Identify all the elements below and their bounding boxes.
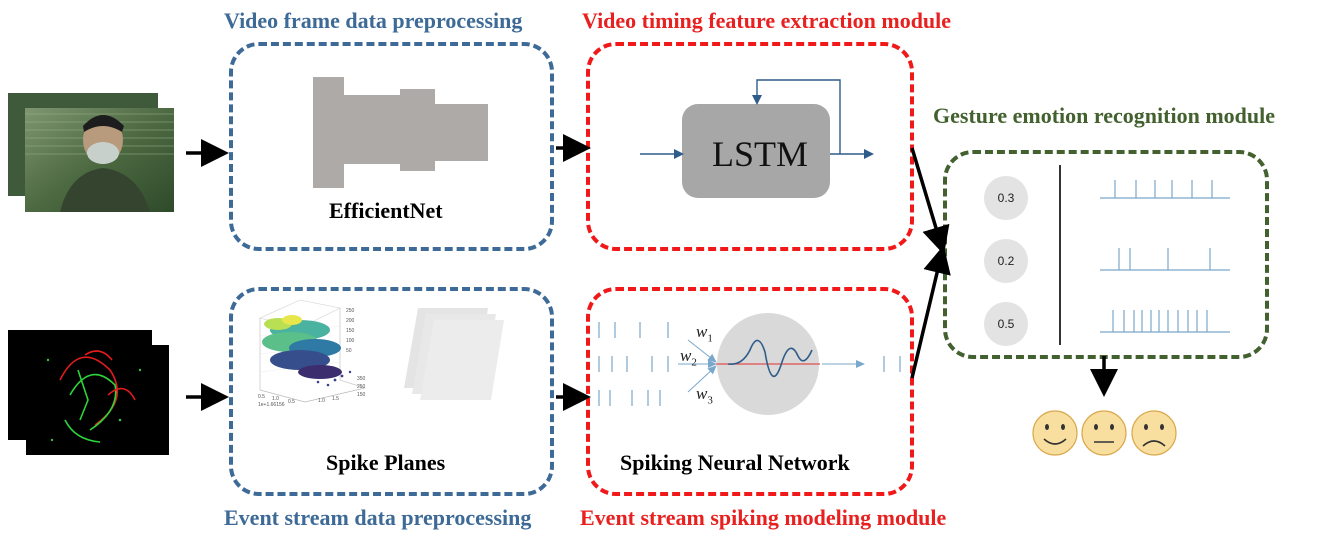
svg-text:0.5: 0.5 bbox=[258, 394, 265, 400]
arrow-lstm-to-recognition bbox=[910, 147, 950, 255]
snn-input-spikes bbox=[598, 322, 669, 406]
snn-weight-lines bbox=[678, 339, 717, 393]
svg-text:1e+1.66156: 1e+1.66156 bbox=[258, 402, 285, 408]
lstm-cell bbox=[682, 104, 830, 198]
efficientnet-blocks bbox=[313, 77, 488, 188]
svg-text:100: 100 bbox=[346, 338, 355, 344]
svg-text:350: 350 bbox=[357, 376, 366, 382]
spike-planes-label: Spike Planes bbox=[326, 450, 446, 475]
video-preprocessing-box bbox=[229, 42, 554, 251]
event-preprocessing-box bbox=[229, 287, 554, 496]
snn-output-spikes bbox=[883, 356, 901, 372]
probability-circle: 0.5 bbox=[984, 302, 1028, 346]
svg-text:1.0: 1.0 bbox=[318, 398, 325, 404]
lstm-label: LSTM bbox=[712, 134, 809, 174]
recognition-spike-trains bbox=[1100, 180, 1230, 333]
title-gesture-emotion: Gesture emotion recognition module bbox=[933, 103, 1275, 128]
svg-text:1.0: 1.0 bbox=[272, 396, 279, 402]
spike-plane-stack bbox=[404, 308, 504, 400]
lstm-recurrent-arrow bbox=[752, 79, 841, 154]
event-frame-icon bbox=[8, 330, 169, 455]
title-video-timing: Video timing feature extraction module bbox=[582, 8, 952, 33]
svg-text:50: 50 bbox=[346, 348, 352, 354]
weight-w3: w3 bbox=[696, 384, 713, 407]
snn-label: Spiking Neural Network bbox=[620, 450, 850, 475]
spike-scatter-plot: 250 200 150 100 50 0.5 1.0 0.5 1.0 1.5 350 250 150… bbox=[258, 299, 366, 408]
svg-text:250: 250 bbox=[357, 384, 366, 390]
sad-face-icon bbox=[1131, 410, 1177, 456]
weight-w2: w2 bbox=[680, 346, 697, 369]
probability-circle: 0.3 bbox=[984, 176, 1028, 220]
efficientnet-label: EfficientNet bbox=[329, 198, 443, 223]
svg-text:1.5: 1.5 bbox=[332, 396, 339, 402]
neutral-face-icon bbox=[1081, 410, 1127, 456]
title-video-preprocessing: Video frame data preprocessing bbox=[224, 8, 523, 33]
svg-text:250: 250 bbox=[346, 308, 355, 314]
title-event-spiking: Event stream spiking modeling module bbox=[580, 505, 947, 530]
weight-w1: w1 bbox=[696, 322, 713, 345]
arrow-snn-to-recognition bbox=[910, 245, 951, 379]
snn-membrane-potential bbox=[727, 339, 813, 377]
probability-circle: 0.2 bbox=[984, 239, 1028, 283]
svg-text:200: 200 bbox=[346, 318, 355, 324]
svg-text:0.5: 0.5 bbox=[288, 399, 295, 405]
title-event-preprocessing: Event stream data preprocessing bbox=[224, 505, 532, 530]
video-frame-icon bbox=[8, 93, 174, 212]
smiley-face-icon bbox=[1032, 410, 1078, 456]
svg-text:150: 150 bbox=[346, 328, 355, 334]
svg-text:150: 150 bbox=[357, 392, 366, 398]
